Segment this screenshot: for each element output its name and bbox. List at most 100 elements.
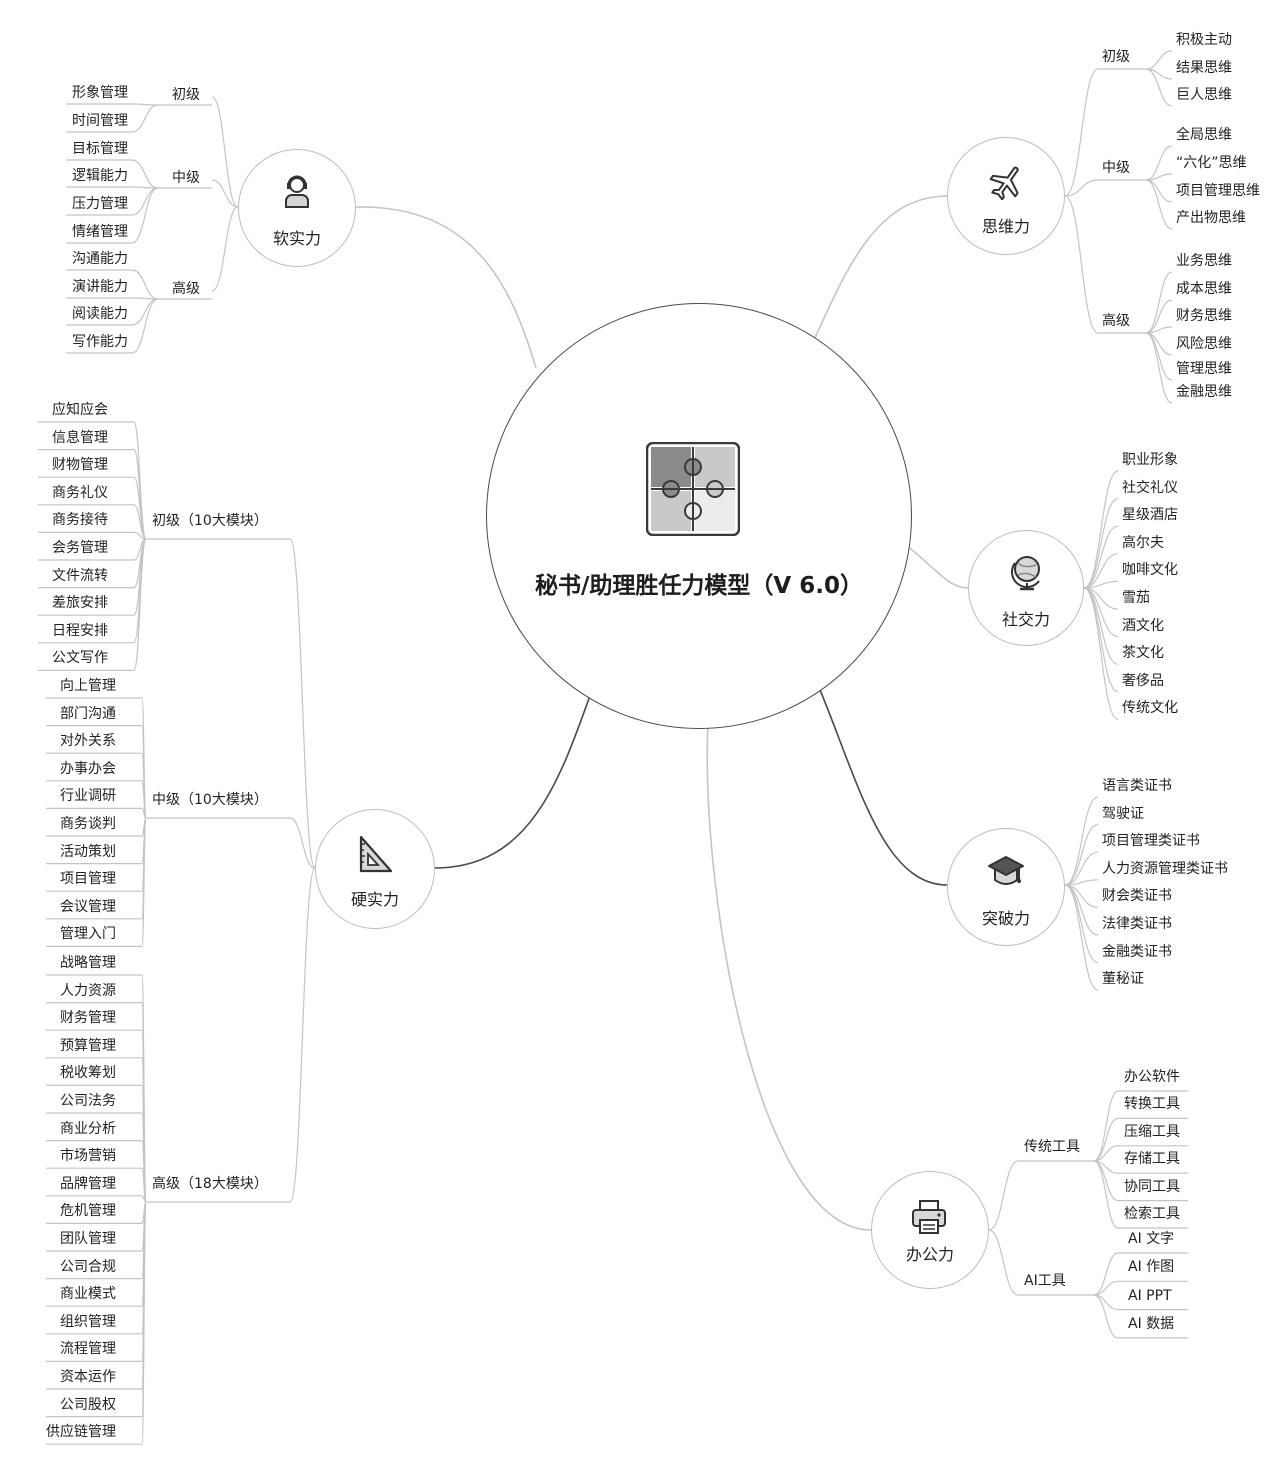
hard-level-label[interactable]: 高级（18大模块） xyxy=(152,1176,268,1192)
hard-skill-item[interactable]: 公司合规 xyxy=(60,1258,116,1275)
hard-skill-item[interactable]: 办事办会 xyxy=(60,760,116,777)
office-tool-item[interactable]: 存储工具 xyxy=(1124,1151,1180,1168)
hard-skill-item[interactable]: 市场营销 xyxy=(60,1148,116,1165)
breakthrough-cert-item[interactable]: 财会类证书 xyxy=(1102,888,1172,905)
soft-level-label[interactable]: 初级 xyxy=(172,87,200,103)
office-tool-item[interactable]: 检索工具 xyxy=(1124,1206,1180,1222)
thinking-skill-item[interactable]: 巨人思维 xyxy=(1176,87,1232,103)
hard-skill-item[interactable]: 差旅安排 xyxy=(52,595,108,612)
thinking-skill-item[interactable]: 积极主动 xyxy=(1176,32,1232,48)
social-skill-item[interactable]: 星级酒店 xyxy=(1122,507,1178,524)
hard-skill-item[interactable]: 税收筹划 xyxy=(60,1065,116,1082)
hard-skill-item[interactable]: 行业调研 xyxy=(60,788,116,805)
breakthrough-cert-item[interactable]: 语言类证书 xyxy=(1102,778,1172,794)
hard-skill-item[interactable]: 流程管理 xyxy=(60,1341,116,1358)
hard-skill-item[interactable]: 项目管理 xyxy=(60,871,116,888)
office-tool-item[interactable]: AI 文字 xyxy=(1128,1231,1175,1247)
breakthrough-cert-item[interactable]: 董秘证 xyxy=(1102,971,1144,988)
thinking-skill-item[interactable]: “六化”思维 xyxy=(1176,155,1247,171)
office-tool-item[interactable]: AI 作图 xyxy=(1128,1259,1175,1276)
soft-skill-item[interactable]: 压力管理 xyxy=(72,196,128,212)
thinking-skill-item[interactable]: 成本思维 xyxy=(1176,281,1232,297)
hard-skill-item[interactable]: 会议管理 xyxy=(60,898,116,915)
social-skill-item[interactable]: 高尔夫 xyxy=(1122,534,1164,551)
hub-thinking-power[interactable] xyxy=(947,137,1065,255)
thinking-level-label[interactable]: 初级 xyxy=(1102,49,1130,65)
hard-skill-item[interactable]: 公司股权 xyxy=(60,1396,116,1413)
hard-level-label[interactable]: 初级（10大模块） xyxy=(152,513,268,529)
hard-skill-item[interactable]: 商务谈判 xyxy=(60,816,116,832)
breakthrough-cert-item[interactable]: 人力资源管理类证书 xyxy=(1102,860,1228,877)
hard-skill-item[interactable]: 预算管理 xyxy=(60,1037,116,1054)
hard-skill-item[interactable]: 商务接待 xyxy=(52,512,108,529)
thinking-skill-item[interactable]: 项目管理思维 xyxy=(1176,183,1260,199)
social-skill-item[interactable]: 咖啡文化 xyxy=(1122,562,1178,579)
soft-skill-item[interactable]: 情绪管理 xyxy=(72,224,128,240)
office-tool-item[interactable]: AI 数据 xyxy=(1128,1315,1175,1332)
hard-skill-item[interactable]: 向上管理 xyxy=(60,678,116,694)
thinking-skill-item[interactable]: 全局思维 xyxy=(1176,127,1232,143)
office-tool-group-label[interactable]: 传统工具 xyxy=(1024,1139,1080,1155)
hard-skill-item[interactable]: 部门沟通 xyxy=(60,705,116,722)
office-tool-group-label[interactable]: AI工具 xyxy=(1024,1273,1066,1289)
thinking-skill-item[interactable]: 金融思维 xyxy=(1176,384,1232,400)
social-skill-item[interactable]: 传统文化 xyxy=(1122,700,1178,717)
office-tool-item[interactable]: 办公软件 xyxy=(1124,1069,1180,1085)
hard-skill-item[interactable]: 会务管理 xyxy=(52,540,108,556)
social-skill-item[interactable]: 茶文化 xyxy=(1122,645,1164,662)
hard-skill-item[interactable]: 商业分析 xyxy=(60,1120,116,1137)
breakthrough-cert-item[interactable]: 驾驶证 xyxy=(1102,805,1144,822)
office-tool-item[interactable]: 压缩工具 xyxy=(1124,1123,1180,1140)
hard-skill-item[interactable]: 文件流转 xyxy=(52,567,108,584)
hard-skill-item[interactable]: 品牌管理 xyxy=(60,1175,116,1192)
breakthrough-cert-item[interactable]: 项目管理类证书 xyxy=(1102,833,1200,850)
hard-skill-item[interactable]: 人力资源 xyxy=(60,982,116,999)
hard-skill-item[interactable]: 日程安排 xyxy=(52,622,108,639)
thinking-skill-item[interactable]: 风险思维 xyxy=(1176,336,1232,352)
social-skill-item[interactable]: 社交礼仪 xyxy=(1122,479,1178,496)
thinking-skill-item[interactable]: 产出物思维 xyxy=(1176,210,1246,226)
office-tool-item[interactable]: 转换工具 xyxy=(1124,1096,1180,1113)
hard-skill-item[interactable]: 对外关系 xyxy=(60,733,116,750)
hard-skill-item[interactable]: 公司法务 xyxy=(60,1093,116,1109)
hard-skill-item[interactable]: 财物管理 xyxy=(52,457,108,474)
soft-skill-item[interactable]: 形象管理 xyxy=(72,85,128,101)
soft-skill-item[interactable]: 沟通能力 xyxy=(72,251,128,267)
hard-skill-item[interactable]: 战略管理 xyxy=(60,955,116,971)
hard-skill-item[interactable]: 商务礼仪 xyxy=(52,484,108,501)
thinking-level-label[interactable]: 中级 xyxy=(1102,160,1130,176)
soft-skill-item[interactable]: 时间管理 xyxy=(72,113,128,129)
hard-skill-item[interactable]: 活动策划 xyxy=(60,843,116,860)
hard-skill-item[interactable]: 危机管理 xyxy=(60,1203,116,1220)
hard-skill-item[interactable]: 团队管理 xyxy=(60,1231,116,1247)
hard-skill-item[interactable]: 应知应会 xyxy=(52,402,108,418)
hard-skill-item[interactable]: 财务管理 xyxy=(60,1010,116,1027)
breakthrough-cert-item[interactable]: 法律类证书 xyxy=(1102,916,1172,932)
office-tool-item[interactable]: 协同工具 xyxy=(1124,1178,1180,1195)
thinking-skill-item[interactable]: 管理思维 xyxy=(1176,361,1232,377)
hard-skill-item[interactable]: 供应链管理 xyxy=(46,1424,116,1441)
soft-level-label[interactable]: 中级 xyxy=(172,170,200,186)
soft-skill-item[interactable]: 演讲能力 xyxy=(72,279,128,295)
hub-breakthrough-power[interactable] xyxy=(947,828,1065,946)
hard-skill-item[interactable]: 公文写作 xyxy=(52,650,108,667)
breakthrough-cert-item[interactable]: 金融类证书 xyxy=(1102,943,1172,960)
soft-skill-item[interactable]: 逻辑能力 xyxy=(72,168,128,184)
soft-skill-item[interactable]: 目标管理 xyxy=(72,141,128,157)
hard-skill-item[interactable]: 管理入门 xyxy=(60,926,116,943)
thinking-level-label[interactable]: 高级 xyxy=(1102,313,1130,329)
social-skill-item[interactable]: 雪茄 xyxy=(1122,590,1150,606)
social-skill-item[interactable]: 职业形象 xyxy=(1122,452,1178,468)
soft-level-label[interactable]: 高级 xyxy=(172,281,200,297)
office-tool-item[interactable]: AI PPT xyxy=(1128,1287,1172,1304)
hard-skill-item[interactable]: 资本运作 xyxy=(60,1369,116,1385)
soft-skill-item[interactable]: 写作能力 xyxy=(72,334,128,350)
hard-level-label[interactable]: 中级（10大模块） xyxy=(152,792,268,808)
social-skill-item[interactable]: 奢侈品 xyxy=(1122,672,1164,689)
hard-skill-item[interactable]: 商业模式 xyxy=(60,1286,116,1303)
social-skill-item[interactable]: 酒文化 xyxy=(1122,617,1164,634)
hard-skill-item[interactable]: 组织管理 xyxy=(60,1313,116,1330)
thinking-skill-item[interactable]: 财务思维 xyxy=(1176,308,1232,324)
hard-skill-item[interactable]: 信息管理 xyxy=(52,429,108,446)
soft-skill-item[interactable]: 阅读能力 xyxy=(72,306,128,322)
